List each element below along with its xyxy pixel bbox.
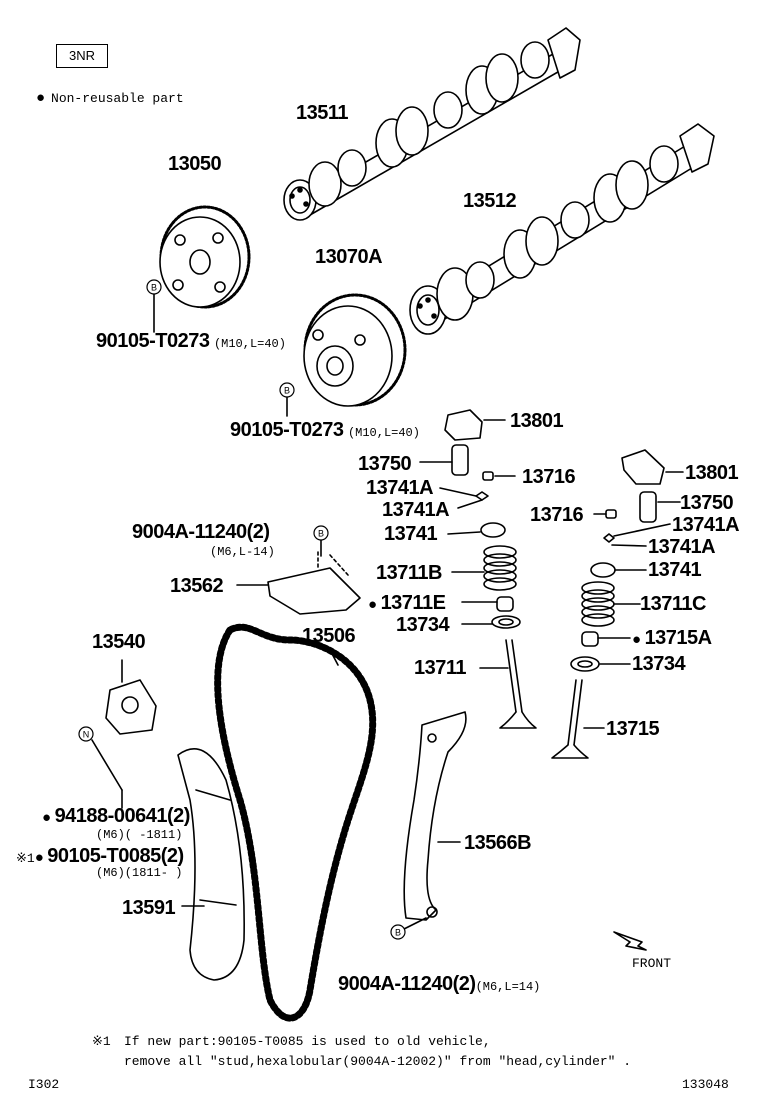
camshaft-13511 [283, 27, 581, 221]
label-13512: 13512 [463, 190, 517, 212]
rocker-arm-right [621, 449, 665, 485]
label-nut-1: 94188-00641(2) [42, 806, 191, 826]
label-bolt-1: 90105-T0273 (M10,L=40) [96, 330, 286, 352]
label-13715: 13715 [606, 718, 660, 740]
label-13741-left: 13741 [384, 523, 438, 545]
label-nut-1-spec: (M6)( -1811) [96, 828, 183, 842]
marker-b-2 [279, 382, 295, 398]
label-13750-right: 13750 [680, 492, 734, 514]
legend: ● Non-reusable part [36, 91, 184, 106]
engine-code-box: 3NR [56, 44, 108, 68]
cam-timing-gear-13070a [286, 293, 407, 417]
marker-b-4 [390, 924, 406, 940]
label-13506: 13506 [302, 625, 356, 647]
label-13511: 13511 [296, 102, 349, 124]
label-13741-right: 13741 [648, 559, 702, 581]
label-13711b: 13711B [376, 562, 442, 584]
footer-right-code: 133048 [682, 1077, 729, 1092]
chain-tensioner-13540 [91, 659, 157, 809]
label-13715a: 13715A [632, 628, 713, 648]
intake-valve-13711 [479, 639, 537, 729]
footnote-line-2: remove all "stud,hexalobular(9004A-12002… [124, 1054, 632, 1069]
svg-text:B: B [395, 928, 401, 938]
footnote-line-1: If new part:90105-T0085 is used to old v… [124, 1034, 491, 1049]
label-13711: 13711 [414, 657, 467, 679]
valve-spring-13711b [451, 545, 517, 591]
svg-text:B: B [318, 529, 324, 539]
footnote-mark: ※1 [92, 1034, 111, 1049]
label-bolt-4: ※190105-T0085(2) [16, 845, 184, 867]
footer-left-code: I302 [28, 1077, 60, 1092]
label-13741a-right-b: 13741A [648, 536, 716, 558]
label-13741a-left-b: 13741A [382, 499, 450, 521]
label-13741a-left-a: 13741A [366, 477, 434, 499]
legend-text: Non-reusable part [51, 91, 184, 106]
label-bolt-4-spec: (M6)(1811- ) [96, 866, 183, 880]
valve-spring-13711c [581, 581, 641, 627]
label-bolt-5: 9004A-11240(2)(M6,L=14) [338, 973, 541, 995]
front-label: FRONT [632, 956, 672, 971]
label-13050: 13050 [168, 153, 222, 175]
svg-text:B: B [284, 386, 290, 396]
marker-b-1 [146, 279, 162, 295]
camshaft-13512 [409, 123, 715, 335]
exhaust-valve-13715 [551, 679, 605, 759]
tensioner-arm-13591 [177, 748, 245, 981]
label-bolt-3: 9004A-11240(2) [132, 521, 270, 543]
svg-text:N: N [83, 730, 90, 740]
label-13801-left: 13801 [510, 410, 564, 432]
valve-stem-seal-13711e [496, 596, 514, 612]
label-13734-right: 13734 [632, 653, 686, 675]
marker-n [78, 726, 94, 742]
label-13801-right: 13801 [685, 462, 739, 484]
lash-adjuster-left [451, 444, 469, 476]
legend-symbol: ● [36, 90, 46, 107]
chain-guide-13562 [236, 551, 361, 615]
label-13734-left: 13734 [396, 614, 450, 636]
timing-chain-13506 [214, 623, 377, 1022]
label-13540: 13540 [92, 631, 146, 653]
valve-spring-retainer-right [590, 562, 616, 578]
lash-adjuster-right [639, 491, 657, 523]
chain-guide-13566b [397, 711, 467, 933]
label-13716-right: 13716 [530, 504, 584, 526]
svg-text:B: B [151, 283, 157, 293]
label-13741a-right-a: 13741A [672, 514, 740, 536]
label-13566b: 13566B [464, 832, 532, 854]
label-13591: 13591 [122, 897, 176, 919]
label-bolt-3-spec: (M6,L-14) [210, 545, 275, 559]
valve-stem-seal-13715a [581, 631, 599, 647]
marker-b-3 [313, 525, 329, 541]
label-13070a: 13070A [315, 246, 383, 268]
cam-timing-gear-13050 [153, 205, 251, 333]
label-13711c: 13711C [640, 593, 706, 615]
front-arrow-icon [613, 931, 647, 951]
label-13711e: 13711E [368, 593, 446, 613]
label-13716-left: 13716 [522, 466, 576, 488]
valve-spring-retainer-left [480, 522, 506, 538]
label-bolt-2: 90105-T0273 (M10,L=40) [230, 419, 420, 441]
label-13750-left: 13750 [358, 453, 412, 475]
rocker-arm-left [444, 409, 483, 441]
label-13562: 13562 [170, 575, 224, 597]
